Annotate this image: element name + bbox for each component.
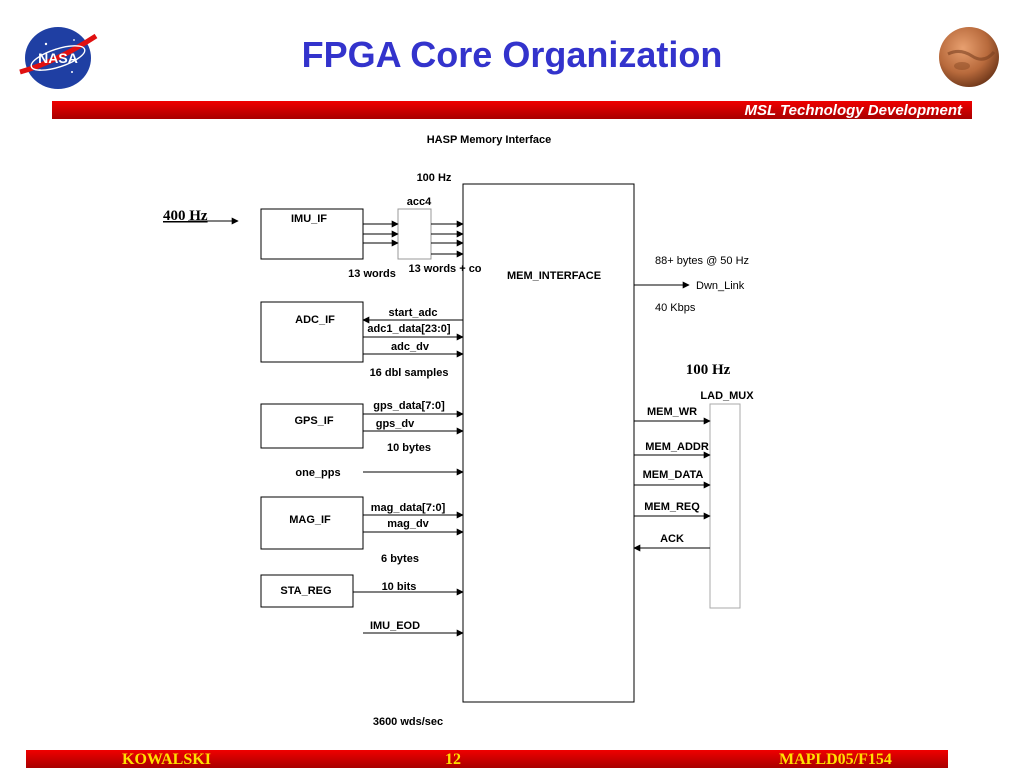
acc4-box — [397, 208, 432, 260]
label-mem-wr: MEM_WR — [647, 406, 697, 418]
label-400hz: 400 Hz — [163, 208, 208, 224]
label-acc4: acc4 — [407, 196, 432, 208]
label-one-pps: one_pps — [295, 467, 340, 479]
sta-reg-box — [260, 574, 354, 608]
label-100hz-top: 100 Hz — [417, 172, 452, 184]
label-adc-dv: adc_dv — [391, 341, 430, 353]
adc-if-box — [260, 301, 364, 363]
label-mem-req: MEM_REQ — [644, 501, 700, 513]
label-gps-dv: gps_dv — [376, 418, 415, 430]
label-mem-addr: MEM_ADDR — [645, 441, 709, 453]
label-mem-data: MEM_DATA — [643, 469, 704, 481]
label-3600-wds: 3600 wds/sec — [373, 716, 443, 728]
gps-if-box — [260, 403, 364, 449]
label-10-bytes: 10 bytes — [387, 442, 431, 454]
label-100hz-right: 100 Hz — [686, 362, 731, 378]
label-13-words: 13 words — [348, 268, 396, 280]
footer-band: KOWALSKI 12 MAPLD05/F154 — [26, 750, 948, 768]
mem-interface-box — [462, 183, 635, 703]
slide-title: FPGA Core Organization — [301, 34, 723, 75]
label-sta-reg: STA_REG — [280, 585, 331, 597]
mars-planet-logo — [938, 26, 1000, 88]
label-10-bits: 10 bits — [382, 581, 417, 593]
label-6-bytes: 6 bytes — [381, 553, 419, 565]
lad-mux-box — [709, 403, 741, 609]
label-mag-data: mag_data[7:0] — [371, 502, 446, 514]
label-imu-eod: IMU_EOD — [370, 620, 420, 632]
mag-if-box — [260, 496, 364, 550]
footer-author: KOWALSKI — [122, 751, 211, 768]
nasa-logo: NASA — [16, 22, 100, 92]
label-13-words-co: 13 words + co — [408, 263, 481, 275]
label-dwn-link: Dwn_Link — [696, 280, 745, 292]
label-mag-if: MAG_IF — [289, 514, 331, 526]
footer-page-number: 12 — [445, 751, 461, 768]
footer-doc-id: MAPLD05/F154 — [779, 751, 892, 768]
label-mem-interface: MEM_INTERFACE — [507, 270, 601, 282]
label-40-kbps: 40 Kbps — [655, 302, 696, 314]
label-gps-if: GPS_IF — [294, 415, 333, 427]
label-gps-data: gps_data[7:0] — [373, 400, 445, 412]
header-band-text: MSL Technology Development — [744, 102, 962, 119]
label-imu-if: IMU_IF — [291, 213, 327, 225]
label-adc1-data: adc1_data[23:0] — [367, 323, 450, 335]
label-adc-if: ADC_IF — [295, 314, 335, 326]
svg-text:NASA: NASA — [38, 50, 78, 66]
label-start-adc: start_adc — [389, 307, 438, 319]
label-16-dbl-samples: 16 dbl samples — [370, 367, 449, 379]
label-88-bytes: 88+ bytes @ 50 Hz — [655, 255, 749, 267]
header-band: MSL Technology Development — [52, 101, 972, 119]
diagram-title: HASP Memory Interface — [427, 134, 552, 146]
label-lad-mux: LAD_MUX — [700, 390, 754, 402]
label-mag-dv: mag_dv — [387, 518, 429, 530]
imu-if-box — [260, 208, 364, 260]
label-ack: ACK — [660, 533, 684, 545]
